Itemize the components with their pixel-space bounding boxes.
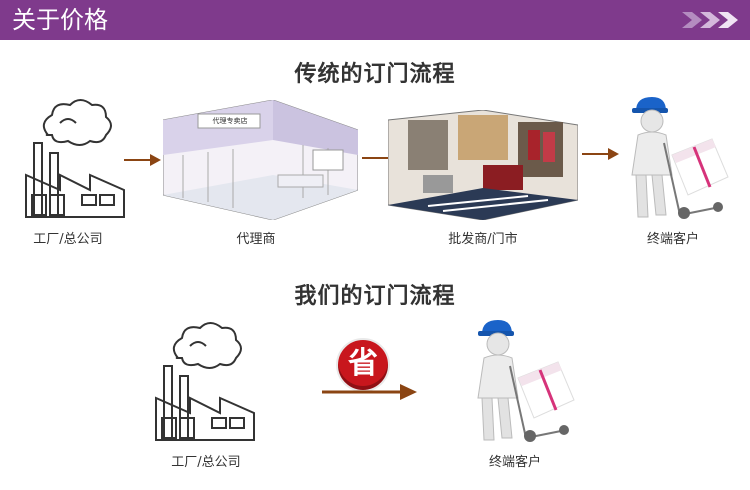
wholesale-store-icon (388, 110, 578, 220)
chevron-right-icon (682, 12, 738, 28)
step-label: 工厂/总公司 (33, 232, 103, 247)
step-label: 代理商 (236, 232, 276, 247)
arrow-right-icon (322, 384, 417, 400)
store-sign: 代理专卖店 (212, 117, 248, 125)
savings-badge-text: 省 (348, 346, 378, 381)
arrow-right-icon (582, 148, 619, 160)
wholesale-store-node (388, 110, 578, 220)
savings-badge: 省 (336, 338, 390, 392)
delivery-person-icon (631, 97, 729, 219)
customer-node (470, 318, 580, 448)
agent-store-node: 代理专卖店 (163, 100, 358, 220)
factory-node (20, 95, 130, 220)
header-title: 关于价格 (12, 6, 108, 34)
delivery-person-icon (477, 320, 575, 442)
traditional-flow-title: 传统的订门流程 (294, 62, 456, 87)
arrow-right-icon (124, 154, 161, 166)
header-bar: 关于价格 (0, 0, 750, 40)
factory-icon (25, 99, 125, 218)
factory-node (150, 318, 260, 443)
step-label: 工厂/总公司 (171, 455, 241, 470)
step-label: 终端客户 (488, 455, 541, 470)
customer-node (624, 95, 734, 225)
agent-store-icon (163, 100, 358, 220)
our-flow-title: 我们的订门流程 (294, 284, 456, 309)
step-label: 批发商/门市 (448, 232, 518, 247)
step-label: 终端客户 (646, 232, 699, 247)
factory-icon (155, 322, 255, 441)
